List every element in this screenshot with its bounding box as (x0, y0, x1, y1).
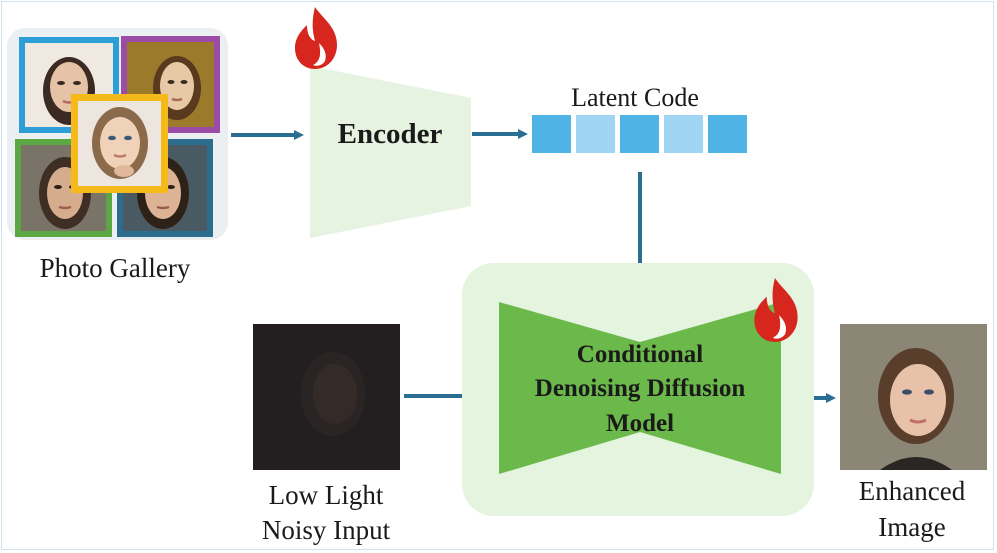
noisy-face-image (253, 324, 400, 470)
enhanced-face-image (840, 324, 987, 470)
gallery-photo-3-highlighted (71, 94, 168, 193)
model-label-line-2: Denoising Diffusion (534, 375, 746, 402)
model-label-line-3: Model (605, 410, 675, 437)
latent-cell-4 (664, 115, 703, 153)
latent-cell-3 (620, 115, 659, 153)
low-light-noisy-input-image (253, 324, 400, 470)
encoder-label: Encoder (337, 118, 443, 150)
encoder-block (310, 66, 471, 238)
enhanced-output-image (840, 324, 987, 470)
face-image (78, 101, 161, 186)
output-label-line-1: Enhanced (858, 476, 966, 506)
photo-gallery-label: Photo Gallery (39, 253, 191, 283)
output-label-line-2: Image (878, 512, 946, 542)
flame-icon (295, 7, 337, 69)
flame-icon (754, 278, 798, 342)
model-label-line-1: Conditional (576, 341, 704, 368)
input-label-line-2: Noisy Input (261, 515, 391, 545)
latent-cell-5 (708, 115, 747, 153)
latent-cell-2 (576, 115, 615, 153)
diffusion-model-block (499, 302, 781, 474)
latent-cell-1 (532, 115, 571, 153)
input-label-line-1: Low Light (268, 480, 384, 510)
gallery-photo-1 (19, 37, 119, 133)
latent-code-label: Latent Code (571, 83, 699, 112)
